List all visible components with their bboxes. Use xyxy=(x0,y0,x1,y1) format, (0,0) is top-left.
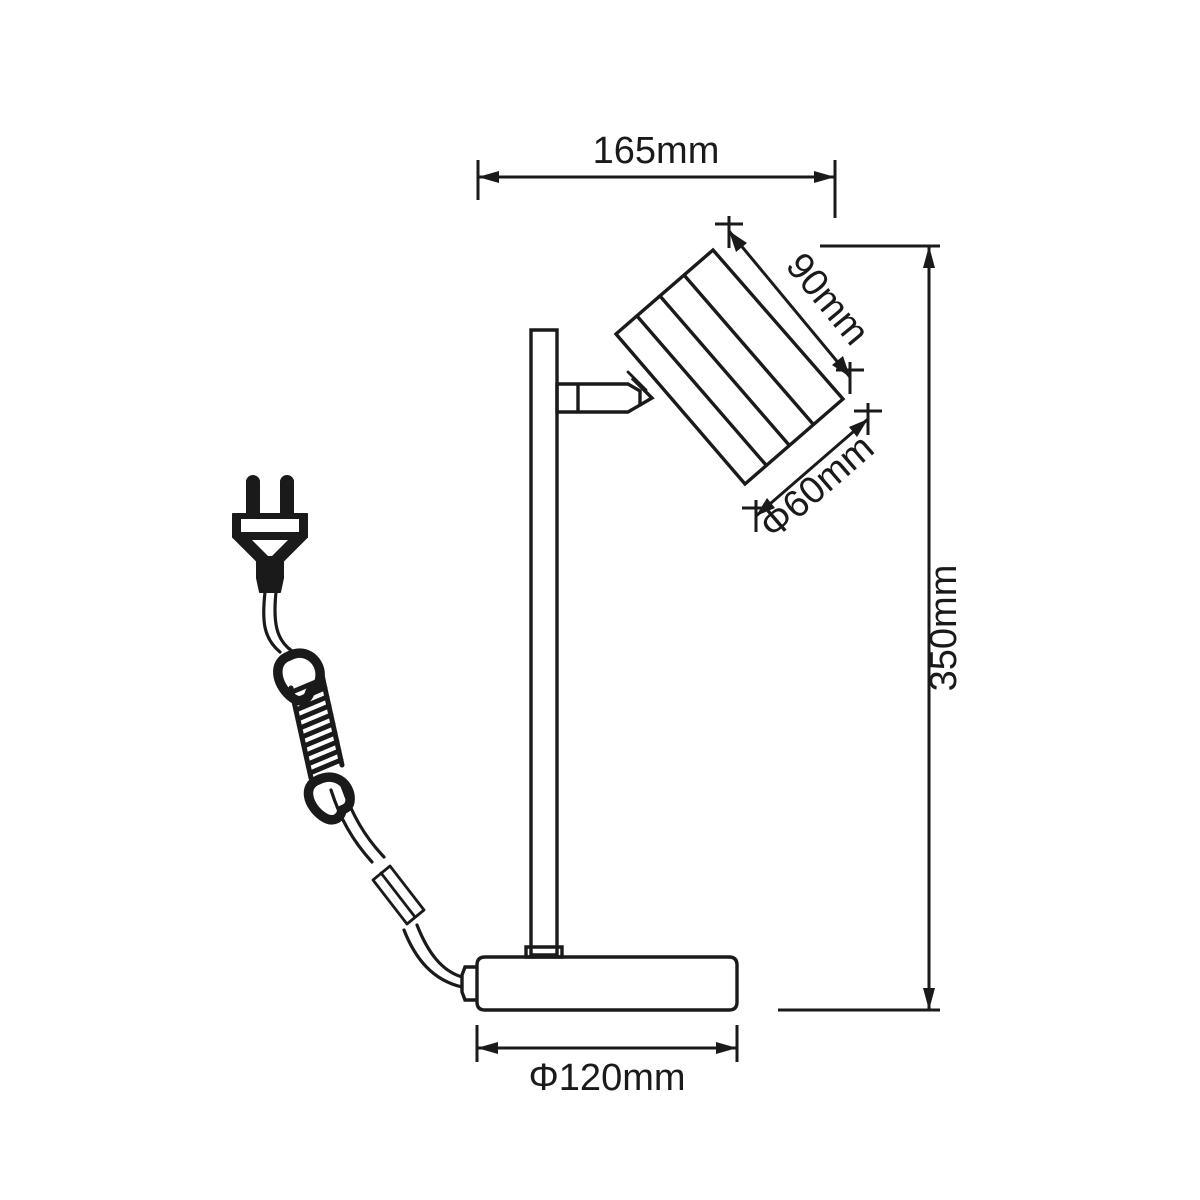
joint-barrel xyxy=(555,382,642,414)
cable-tie-windings xyxy=(289,676,344,776)
dim-90-start-arrow xyxy=(729,231,747,252)
power-plug xyxy=(232,475,308,593)
cable-tie xyxy=(273,648,355,825)
dimension-shade-length: 90mm xyxy=(715,216,877,394)
post-body xyxy=(529,328,559,957)
lamp-shade xyxy=(613,247,846,487)
shade-seam-line-3 xyxy=(635,314,768,467)
dim-120-left-arrow xyxy=(477,1042,498,1054)
lamp-post xyxy=(529,328,559,957)
cable-mid-strand-a xyxy=(329,788,374,864)
cable-tie-loop-lower xyxy=(303,775,347,825)
plug-pin-right-tip xyxy=(280,475,294,489)
dim-120-label: Φ120mm xyxy=(528,1057,685,1099)
shade-seam-line-1 xyxy=(682,273,815,426)
plug-shoulder-notch xyxy=(252,540,288,556)
dim-90-line xyxy=(727,230,852,378)
dim-60-label: Φ60mm xyxy=(752,427,882,548)
inline-switch xyxy=(371,864,426,926)
dim-350-bottom-arrow xyxy=(923,988,935,1010)
dim-165-label: 165mm xyxy=(593,130,720,172)
cable-tie-loop-upper-outer xyxy=(284,648,325,697)
cable-upper-strand-b xyxy=(273,590,294,653)
dim-60-start-arrow xyxy=(849,419,868,437)
base-body xyxy=(475,955,739,1012)
base-cable-entry xyxy=(460,965,477,1002)
cable-tie-rail-right xyxy=(319,672,345,768)
plug-face-slot xyxy=(241,519,299,532)
dim-60-line xyxy=(755,417,869,518)
dim-165-left-arrow xyxy=(478,171,499,183)
dim-350-label: 350mm xyxy=(923,565,965,692)
dimension-base-diameter: Φ120mm xyxy=(475,1025,739,1099)
plug-strain-relief xyxy=(256,577,284,593)
joint-wedge xyxy=(630,376,655,407)
dim-60-end-arrow xyxy=(756,498,775,516)
plug-pin-left-tip xyxy=(246,475,260,489)
dim-90-end-arrow xyxy=(832,356,850,377)
dim-165-right-arrow xyxy=(814,171,835,183)
switch-rocker-line xyxy=(379,871,417,919)
shade-joint xyxy=(555,370,655,414)
shade-outer-body xyxy=(613,247,846,487)
dim-350-top-arrow xyxy=(923,246,935,268)
cable-upper-strand-a xyxy=(262,590,282,654)
joint-pin xyxy=(626,370,648,392)
dim-120-right-arrow xyxy=(716,1042,737,1054)
lamp-base xyxy=(460,945,739,1012)
dim-90-label: 90mm xyxy=(777,245,877,353)
dimension-width-overall: 165mm xyxy=(476,130,837,218)
dimension-height-overall: 350mm xyxy=(778,244,965,1012)
shade-seam-line-2 xyxy=(658,294,791,447)
cable-lower-strand-a xyxy=(402,928,464,989)
cable-tie-loop-lower-outer xyxy=(313,772,355,815)
switch-body xyxy=(371,864,426,926)
cable-tie-rail-left xyxy=(288,685,314,781)
cable-lower-strand-b xyxy=(415,923,464,979)
